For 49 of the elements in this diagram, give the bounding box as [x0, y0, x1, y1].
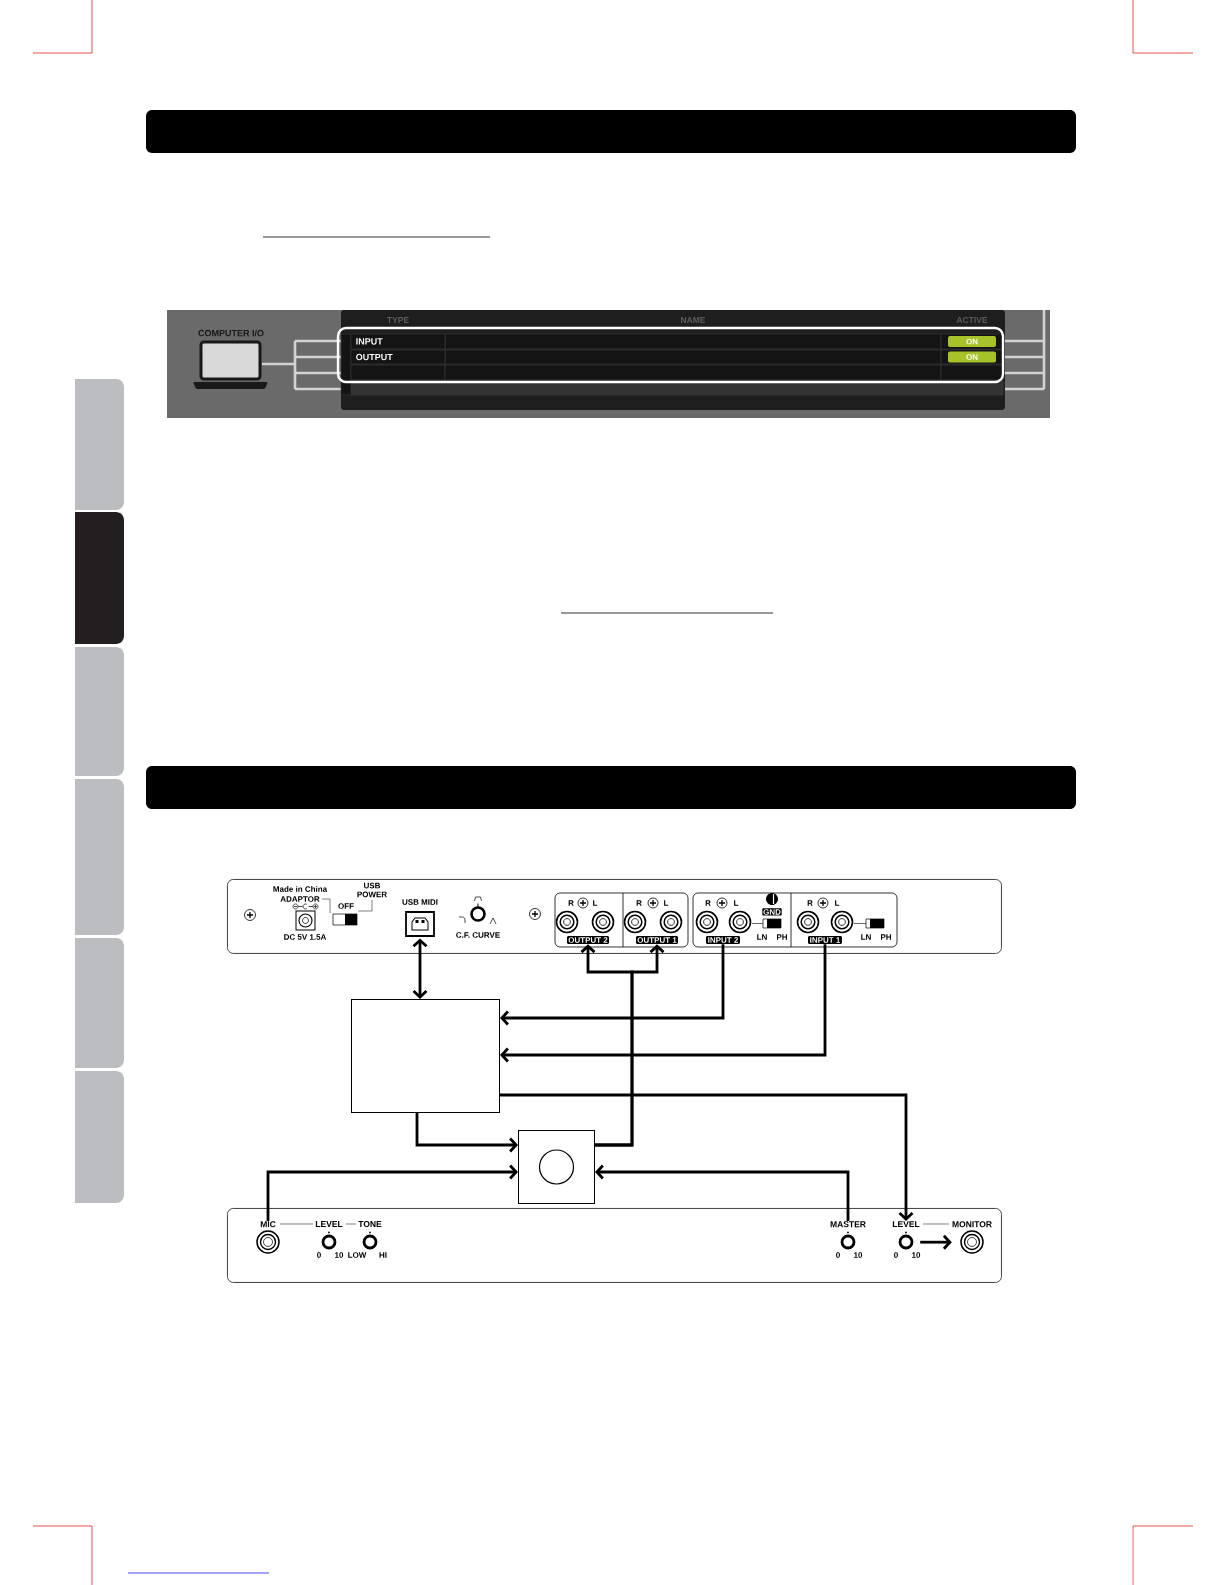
scale-label: 10 — [335, 1252, 344, 1258]
panel-label: DC 5V 1.5A — [284, 934, 327, 940]
panel-label: R — [636, 900, 642, 906]
scale-label: 10 — [912, 1252, 921, 1258]
on-button: ON — [948, 336, 996, 347]
panel-label: R — [807, 900, 813, 906]
panel-label: R — [568, 900, 574, 906]
audio-jack: MIC — [256, 1221, 280, 1254]
port-label: INPUT 1 — [808, 936, 842, 944]
panel-label: ADAPTOR — [280, 896, 320, 902]
panel-label: LN — [757, 934, 767, 940]
process-box — [351, 999, 500, 1113]
scale-label: 10 — [854, 1252, 863, 1258]
panel-label: L — [664, 900, 669, 906]
column-header: TYPE — [387, 317, 409, 323]
panel-label: R — [705, 900, 711, 906]
panel-label: USB POWER — [357, 882, 387, 898]
label-tag: GND — [762, 908, 782, 916]
column-header: ACTIVE — [956, 317, 988, 323]
panel-label: Made in China — [273, 886, 328, 892]
scale-label: 0 — [836, 1252, 840, 1258]
port-label: INPUT 2 — [706, 935, 740, 944]
panel-label: TONE — [358, 1221, 382, 1227]
control-knob: LEVEL — [892, 1221, 920, 1250]
device-label: COMPUTER I/O — [198, 329, 264, 337]
audio-jack: MONITOR — [952, 1221, 992, 1254]
panel-label: PH — [881, 934, 891, 940]
node-label: MIC — [260, 1221, 276, 1228]
panel-label: PH — [777, 934, 787, 940]
port-label: OUTPUT 1 — [636, 935, 678, 944]
node-label: USB MIDI — [402, 899, 438, 905]
panel-label: C.F. CURVE — [456, 932, 500, 938]
node-label: MONITOR — [952, 1221, 992, 1228]
usb-port: USB MIDI — [402, 899, 438, 937]
scale-label: LOW — [348, 1252, 367, 1258]
panel-label: L — [734, 900, 739, 906]
panel-label: LEVEL — [315, 1221, 343, 1227]
on-button: ON — [948, 351, 996, 363]
panel-label: OFF — [338, 903, 354, 909]
scale-label: 0 — [894, 1252, 898, 1258]
control-knob: MASTER — [830, 1221, 866, 1250]
process-box — [518, 1130, 595, 1204]
scale-label: 0 — [317, 1252, 321, 1258]
panel-label: LN — [861, 934, 871, 940]
panel-label: L — [835, 900, 840, 906]
panel-label: L — [593, 900, 598, 906]
column-header: NAME — [681, 317, 706, 323]
port-label: OUTPUT 2 — [567, 935, 609, 944]
scale-label: HI — [379, 1252, 387, 1258]
